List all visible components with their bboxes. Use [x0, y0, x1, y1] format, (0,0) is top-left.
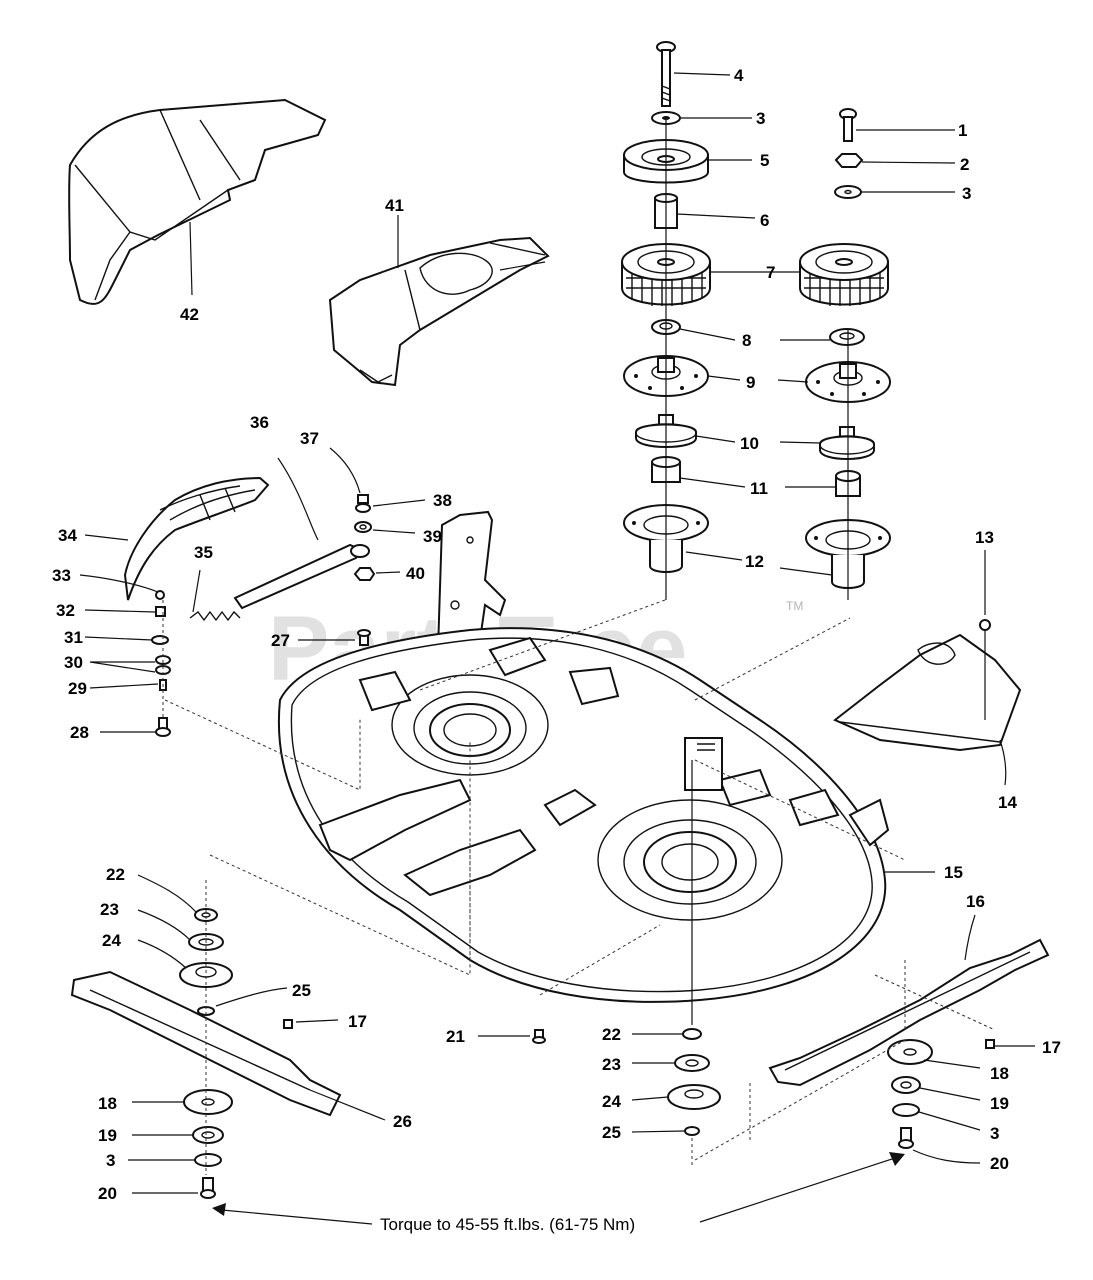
callout-42: 42: [180, 305, 199, 324]
callout-20: 20: [990, 1154, 1009, 1173]
callout-30: 30: [64, 653, 83, 672]
callout-22: 22: [106, 865, 125, 884]
washer-part-19-left[interactable]: [192, 1126, 224, 1144]
callout-11: 11: [750, 479, 768, 498]
callout-17: 17: [1042, 1038, 1061, 1057]
washer-part-25-center[interactable]: [684, 1126, 700, 1136]
callout-41: 41: [385, 196, 404, 215]
callout-27: 27: [271, 631, 290, 650]
gear-pulley-part-7-right[interactable]: [799, 243, 889, 306]
washer-part-23-center[interactable]: [674, 1054, 710, 1072]
baffle-shield-part-14[interactable]: [833, 633, 1022, 752]
torque-note: Torque to 45-55 ft.lbs. (61-75 Nm): [380, 1215, 635, 1234]
callout-5: 5: [760, 151, 769, 170]
washer-part-22-center[interactable]: [682, 1028, 702, 1040]
watermark-trademark: TM: [786, 599, 803, 613]
callout-3: 3: [990, 1124, 999, 1143]
callout-40: 40: [406, 564, 425, 583]
callout-31: 31: [64, 628, 83, 647]
callout-18: 18: [98, 1094, 117, 1113]
rod-part-36[interactable]: [233, 543, 370, 610]
callout-10: 10: [740, 434, 759, 453]
nut-part-40[interactable]: [353, 567, 376, 581]
callout-26: 26: [393, 1112, 412, 1131]
bolt-part-17-left[interactable]: [283, 1019, 293, 1029]
spindle-shaft-part-10-right[interactable]: [819, 426, 875, 460]
bolt-part-28[interactable]: [155, 717, 171, 737]
callout-17: 17: [348, 1012, 367, 1031]
callout-37: 37: [300, 429, 319, 448]
callout-3: 3: [106, 1151, 115, 1170]
bolt-part-17-right[interactable]: [985, 1039, 995, 1049]
callout-15: 15: [944, 863, 963, 882]
washer-part-19-right[interactable]: [891, 1076, 921, 1094]
callout-2: 2: [960, 155, 969, 174]
callout-19: 19: [98, 1126, 117, 1145]
clip-part-33[interactable]: [155, 590, 165, 600]
nut-part-32[interactable]: [155, 606, 166, 617]
callout-25: 25: [292, 981, 311, 1000]
bolt-part-1[interactable]: [839, 108, 857, 142]
callout-3: 3: [756, 109, 765, 128]
callout-24: 24: [602, 1092, 621, 1111]
callout-29: 29: [68, 679, 87, 698]
callout-18: 18: [990, 1064, 1009, 1083]
washer-part-38[interactable]: [355, 503, 371, 513]
callout-23: 23: [602, 1055, 621, 1074]
callout-9: 9: [746, 373, 755, 392]
bolt-part-13[interactable]: [979, 619, 991, 720]
callout-20: 20: [98, 1184, 117, 1203]
mower-deck-part-15[interactable]: [277, 627, 890, 1003]
callout-23: 23: [100, 900, 119, 919]
callout-8: 8: [742, 331, 751, 350]
callout-24: 24: [102, 931, 121, 950]
washer-part-22-left[interactable]: [194, 908, 218, 922]
callout-14: 14: [998, 793, 1017, 812]
callout-16: 16: [966, 892, 985, 911]
callout-39: 39: [423, 527, 442, 546]
callout-3: 3: [962, 184, 971, 203]
callout-35: 35: [194, 543, 213, 562]
bolt-part-4[interactable]: [656, 41, 676, 107]
washer-part-31[interactable]: [151, 635, 169, 645]
adapter-part-18-left[interactable]: [183, 1089, 233, 1115]
callout-12: 12: [745, 552, 764, 571]
callout-6: 6: [760, 211, 769, 230]
callout-38: 38: [433, 491, 452, 510]
callout-22: 22: [602, 1025, 621, 1044]
hub-part-24-center[interactable]: [667, 1084, 721, 1110]
spring-part-35[interactable]: [189, 610, 241, 622]
callout-4: 4: [734, 66, 744, 85]
washer-part-3-lower-left[interactable]: [194, 1153, 222, 1167]
spacers-part-30[interactable]: [155, 655, 171, 675]
blade-part-16[interactable]: [768, 938, 1050, 1087]
adapter-part-18-right[interactable]: [887, 1039, 933, 1065]
pin-part-37[interactable]: [357, 494, 369, 504]
callout-34: 34: [58, 526, 77, 545]
belt-cover-part-41[interactable]: [328, 236, 550, 387]
callout-1: 1: [958, 121, 967, 140]
bolt-part-21[interactable]: [532, 1029, 546, 1044]
callout-7: 7: [766, 263, 775, 282]
callout-33: 33: [52, 566, 71, 585]
nut-part-2[interactable]: [834, 153, 864, 168]
callout-13: 13: [975, 528, 994, 547]
callout-19: 19: [990, 1094, 1009, 1113]
washer-part-3-lower-right[interactable]: [892, 1103, 920, 1117]
nut-part-8-right[interactable]: [829, 328, 865, 346]
discharge-chute-part-42[interactable]: [68, 98, 327, 305]
bolt-part-20-left[interactable]: [200, 1177, 216, 1199]
callout-32: 32: [56, 601, 75, 620]
callout-21: 21: [446, 1027, 465, 1046]
callout-25: 25: [602, 1123, 621, 1142]
callout-36: 36: [250, 413, 269, 432]
bolt-part-27[interactable]: [357, 629, 371, 646]
callout-28: 28: [70, 723, 89, 742]
washer-part-39[interactable]: [354, 521, 372, 533]
bolt-part-20-right[interactable]: [898, 1127, 914, 1149]
washer-part-3-top-right[interactable]: [834, 185, 862, 199]
deflector-part-34[interactable]: [123, 476, 270, 601]
